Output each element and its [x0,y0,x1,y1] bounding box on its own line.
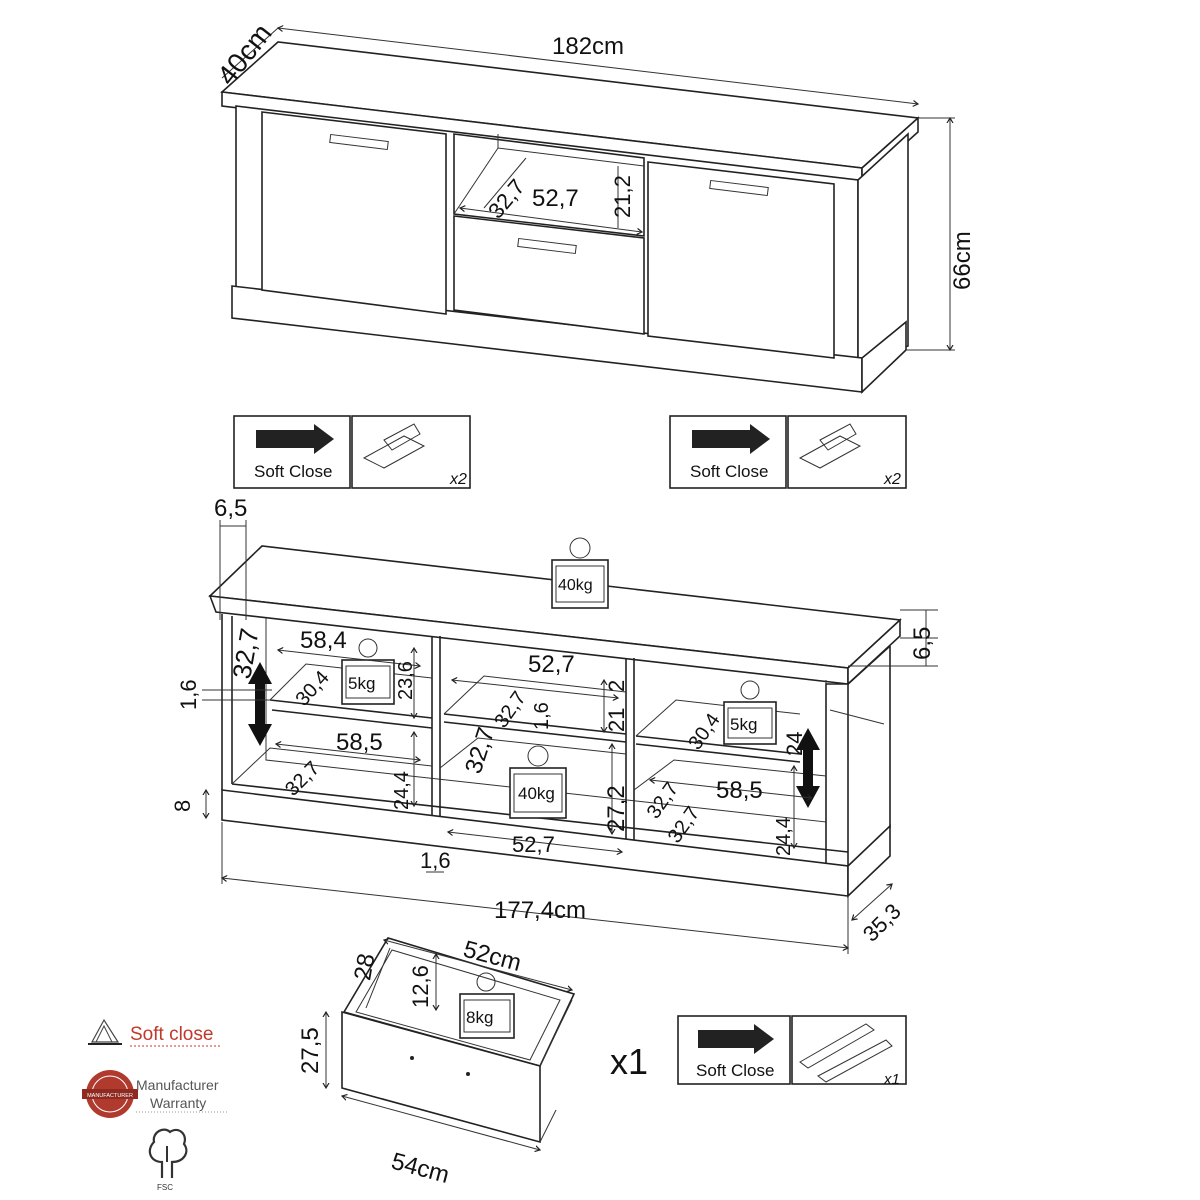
left-bottom-height-label: 24,4 [391,771,413,810]
drawer-handle [517,237,577,255]
hinge-count-left: x2 [449,471,467,488]
feature-box-right [669,415,907,489]
mid-width-label: 52,7 [528,651,575,678]
mid-depth-label: 32,7 [460,724,500,777]
right-shelf-load-label: 5kg [730,715,757,734]
right-bottom-width-label: 58,5 [716,777,763,804]
divider-label: 1,6 [420,848,451,873]
feature-box-left [233,415,471,489]
right-top-depth-label: 30,4 [684,709,724,754]
mid-load-badge [509,745,567,819]
left-bottom-width-label: 58,5 [336,729,383,756]
drawer-inner-height-label: 12,6 [408,965,433,1008]
drawer-load-label: 8kg [466,1008,493,1027]
left-shelf-load-badge [341,638,395,705]
adjustable-shelf-arrow-left [248,662,272,746]
niche-height-label: 21,2 [610,175,635,218]
door-handle-right [709,179,769,197]
drawer-front-width-label: 54cm [388,1148,452,1189]
top-overhang-label: 6,5 [214,495,247,522]
mid-gap-label: 2 [604,680,629,692]
warranty-seal-icon [82,1070,138,1118]
drawer-front-height-label: 27,5 [297,1027,324,1074]
total-depth-label: 35,3 [858,899,906,947]
shelf-thickness-label: 1,6 [176,679,201,710]
fsc-label: FSC [157,1183,173,1192]
niche-width-label: 52,7 [532,185,579,212]
mid-shelf-thickness-label: 1,6 [531,702,553,730]
soft-close-label-left: Soft Close [254,462,332,481]
soft-close-book-icon [88,1018,122,1045]
right-shelf-load-badge [723,680,777,745]
total-width-label: 177,4cm [494,897,586,924]
open-cabinet-drawing [202,520,938,954]
drawer-load-badge [459,972,515,1039]
left-top-height-label: 23,6 [395,661,417,700]
warranty-line2: Warranty [150,1095,206,1111]
right-bottom-height-label: 24,4 [773,817,795,856]
mid-bottom-width-label: 52,7 [512,832,555,857]
soft-close-legend: Soft close [130,1024,213,1045]
mid-top-height-label: 21 [604,708,629,732]
top-load-badge [551,537,609,609]
right-top-height-label: 24 [782,732,807,756]
warranty-seal-text: MANUFACTURER [87,1093,133,1099]
soft-close-label-drawer: Soft Close [696,1061,774,1080]
height-label: 66cm [949,231,976,290]
mid-load-label: 40kg [518,784,555,803]
left-top-width-label: 58,4 [300,627,347,654]
drawer-quantity-label: x1 [610,1041,648,1082]
hinge-count-right: x2 [883,471,901,488]
drawer-drawing [326,937,576,1150]
soft-close-label-right: Soft Close [690,462,768,481]
drawer-depth-label: 28 [349,951,380,982]
top-load-label: 40kg [558,577,593,594]
width-label: 182cm [552,33,624,60]
warranty-line1: Manufacturer [136,1077,219,1093]
closed-cabinet-drawing [220,28,955,394]
plinth-label: 8 [170,800,195,812]
top-thickness-label: 6,5 [909,627,936,660]
feature-box-drawer [677,1015,907,1085]
runner-count-drawer: x1 [883,1071,900,1088]
left-shelf-load-label: 5kg [348,674,375,693]
door-handle-left [329,133,389,151]
mid-top-depth-label: 32,7 [490,687,530,732]
mid-bottom-height-label: 27,2 [603,785,630,832]
fsc-tree-icon [148,1128,188,1178]
